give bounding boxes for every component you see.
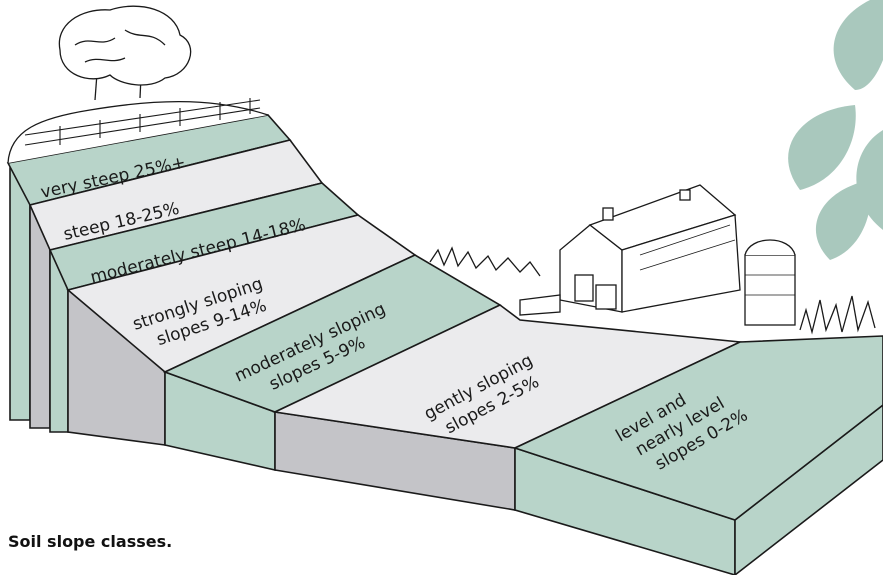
hilltop-illustration: [7, 5, 269, 164]
slope-bands: [6, 114, 883, 521]
trees: [58, 5, 192, 101]
figure-caption: Soil slope classes.: [8, 532, 173, 551]
band-level: [512, 335, 883, 521]
farm-illustration: [429, 184, 876, 335]
leaf-middle: [788, 105, 856, 190]
band-gently: [272, 304, 743, 449]
leaf-top: [833, 0, 883, 90]
leaf-decoration: [788, 0, 883, 260]
leaf-lower: [815, 180, 871, 260]
front-face-very-steep: [9, 167, 31, 421]
silo: [744, 239, 796, 326]
barn: [519, 184, 741, 316]
fence: [24, 98, 261, 146]
grass-right: [799, 295, 876, 335]
grass-left: [429, 246, 541, 277]
